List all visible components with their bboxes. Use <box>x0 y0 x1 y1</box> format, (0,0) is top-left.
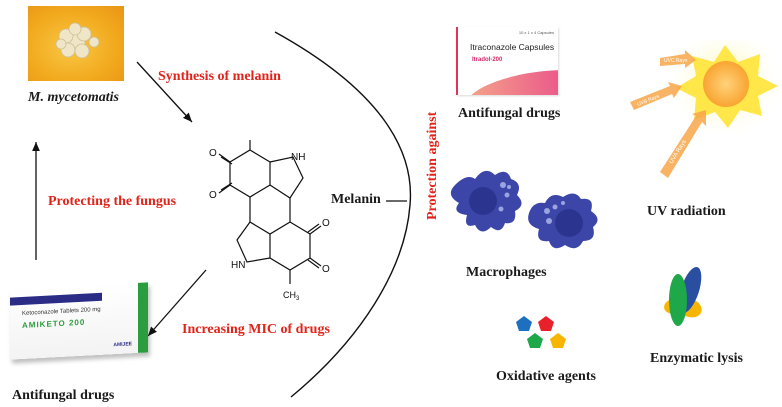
oxidative-label: Oxidative agents <box>496 369 596 384</box>
ch3-bottom: CH3 <box>283 290 300 302</box>
melanin-label: Melanin <box>331 192 381 207</box>
fungus-label: M. mycetomatis <box>28 90 119 105</box>
macrophage-1 <box>450 170 522 232</box>
amiketo-brand: AMIJEE <box>113 341 132 349</box>
itra-top: 10 x 1 x 4 Capsules <box>518 30 554 35</box>
protecting-label: Protecting the fungus <box>48 194 177 209</box>
amiketo-box-image: Ketoconazole Tablets 200 mg AMIKETO 200 … <box>10 282 148 360</box>
antifungal-label: Antifungal drugs <box>458 106 561 121</box>
pentagon-yellow <box>550 333 566 348</box>
hn-label: HN <box>231 260 245 271</box>
enzymatic-label: Enzymatic lysis <box>650 351 743 366</box>
oxygen-1: O <box>209 148 217 159</box>
oxygen-4: O <box>322 264 330 275</box>
protection-against-label: Protection against <box>425 111 440 220</box>
uva-label: UVA Rays <box>669 139 688 165</box>
macrophage-2 <box>528 193 598 249</box>
enzyme-icon <box>664 267 702 326</box>
macrophages-label: Macrophages <box>466 265 547 280</box>
pentagon-green <box>527 333 543 348</box>
mic-arrow <box>147 269 207 337</box>
itra-line1: Itraconazole Capsules <box>470 42 555 52</box>
oxygen-3: O <box>322 218 330 229</box>
colony-icon <box>55 22 100 59</box>
fungus-colony-image <box>28 6 124 81</box>
nh-label: NH <box>291 152 305 163</box>
uvc-label: UVC Rays <box>664 58 688 64</box>
uv-label: UV radiation <box>647 204 726 219</box>
pentagon-red <box>538 316 554 331</box>
itra-line2: Itradol-200 <box>472 57 503 63</box>
synthesis-label: Synthesis of melanin <box>158 69 281 84</box>
uv-sun-image: UVC Rays UVB Rays UVA Rays <box>630 40 782 178</box>
amiketo-line1: Ketoconazole Tablets 200 mg <box>22 306 101 317</box>
itraconazole-box-image: 10 x 1 x 4 Capsules Itraconazole Capsule… <box>456 27 558 95</box>
synthesis-arrow <box>136 61 193 123</box>
melanin-structure: CH3 O O NH HN O O CH3 <box>209 140 330 302</box>
ch3-top: CH3 <box>243 140 260 142</box>
protection-bracket-arc <box>274 31 412 398</box>
macrophages-image <box>450 170 598 249</box>
oxygen-2: O <box>209 190 217 201</box>
mic-label: Increasing MIC of drugs <box>182 322 330 337</box>
pentagon-blue <box>516 316 532 331</box>
amiketo-line2: AMIKETO 200 <box>22 317 86 330</box>
oxidative-icon <box>516 316 566 348</box>
left-drug-label: Antifungal drugs <box>12 388 115 403</box>
